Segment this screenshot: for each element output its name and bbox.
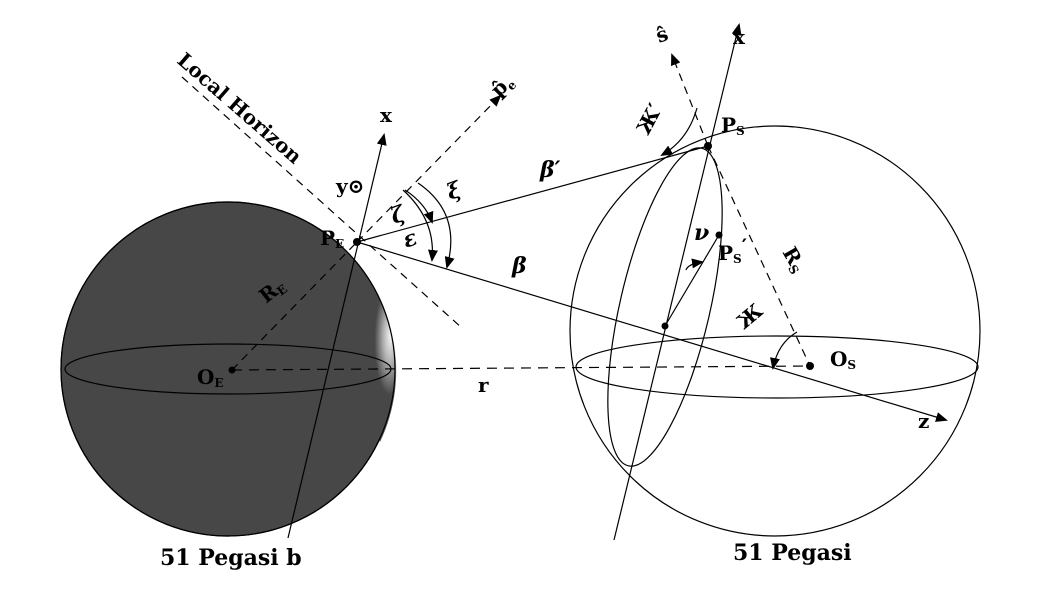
point-p-e (353, 238, 361, 246)
planet-x-axis (287, 133, 387, 539)
epsilon-label: ε (399, 225, 420, 254)
planet-radius-line (231, 241, 358, 371)
star-caption: 51 Pegasi (733, 540, 852, 566)
xi-label: ξ (443, 176, 465, 205)
s-hat-vector (671, 53, 709, 147)
y-sun-label: y⊙ (335, 174, 364, 198)
zhe-arc (770, 331, 798, 370)
star-radius-line (707, 145, 811, 367)
z-label: z (918, 409, 929, 433)
r-s-label: RS (777, 243, 811, 277)
p-s-label: PS (721, 113, 745, 138)
zhe-label: Ж (732, 298, 768, 334)
zeta-label: ζ (387, 200, 409, 229)
beta-prime-label: β′ (539, 157, 561, 183)
point-p-s (704, 142, 712, 150)
s-hat-label: ŝ (653, 21, 672, 47)
beta-prime-line (356, 145, 709, 243)
o-e-label: OE (197, 365, 224, 390)
planet-sphere (60, 201, 397, 537)
planet-caption: 51 Pegasi b (160, 545, 302, 571)
star-meridian (607, 147, 723, 467)
beta-z-line (356, 241, 948, 422)
star-equator (575, 335, 979, 399)
o-s-label: OS (830, 347, 856, 372)
star-x-label: x (733, 25, 746, 49)
planet-x-label: x (380, 103, 393, 127)
p-e-hat-vector (356, 94, 502, 243)
zhe-prime-label: Ж′ (631, 99, 667, 138)
star-sphere (569, 125, 981, 537)
xi-arc (417, 182, 455, 269)
star-x-axis (613, 23, 742, 541)
r-label: r (478, 373, 489, 397)
p-e-hat-label: p̂e (486, 69, 520, 103)
local-horizon-label: Local Horizon (173, 48, 307, 169)
point-intersection (661, 322, 669, 330)
zhe-prime-arc (660, 107, 698, 157)
epsilon-arc (402, 189, 438, 262)
r-distance-line (231, 365, 811, 371)
zeta-arc (404, 189, 434, 224)
beta-label: β (511, 253, 527, 279)
nu-label: ν (694, 220, 709, 246)
nu-line (664, 234, 720, 327)
point-p-s-prime (715, 231, 723, 239)
nu-arc (685, 258, 704, 271)
point-o-s (806, 362, 814, 370)
point-o-e (228, 366, 236, 374)
p-e-label: PE (320, 226, 344, 251)
p-s-prime-label: PS′ (718, 234, 747, 266)
local-horizon-line (181, 76, 463, 329)
